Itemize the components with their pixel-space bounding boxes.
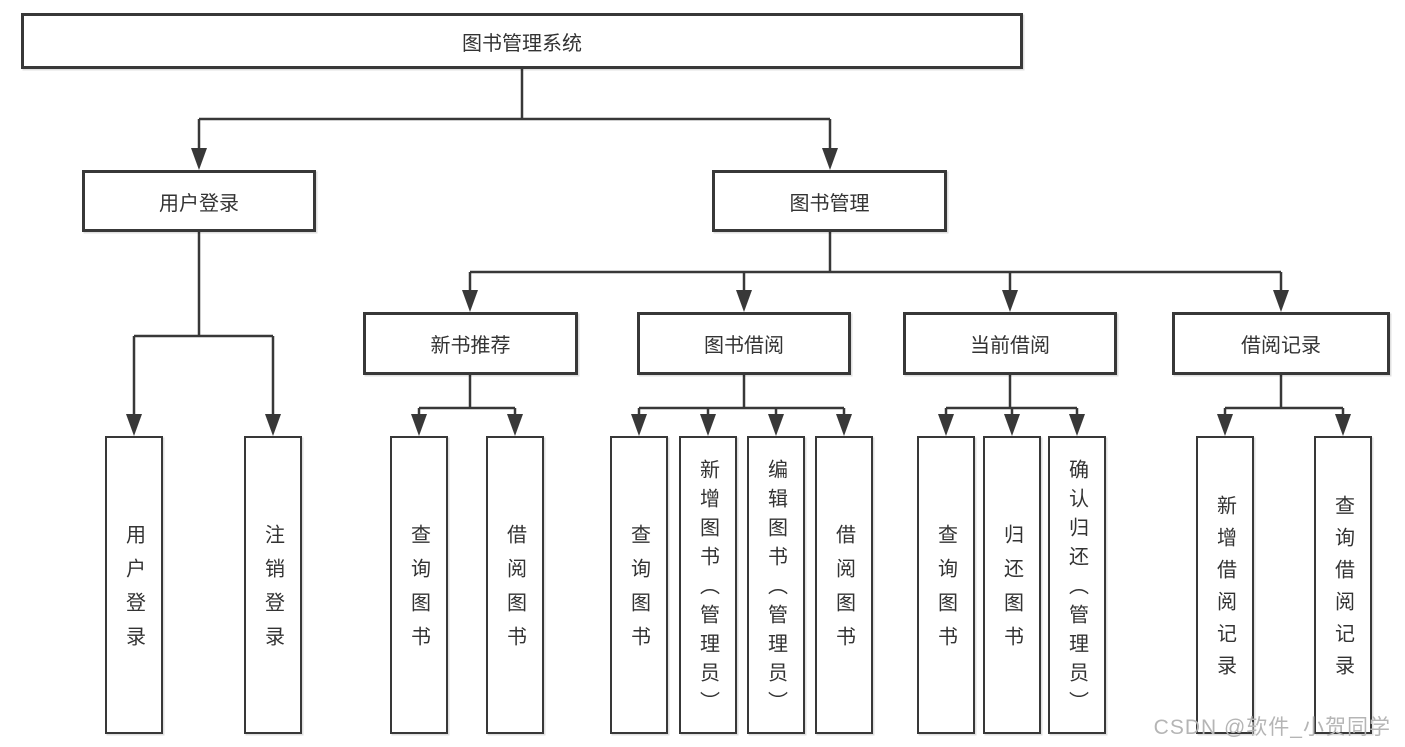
leaf-borrow-books-label: 借阅图书 (832, 524, 855, 660)
leaf-confirm-return-admin: 确认归还（管理员） (1048, 436, 1106, 734)
node-book-management-label: 图书管理 (789, 192, 870, 215)
leaf-add-borrow-record: 新增借阅记录 (1196, 436, 1254, 734)
leaf-logout-label: 注销登录 (261, 524, 284, 660)
leaf-return-book-label: 归还图书 (1000, 524, 1023, 660)
node-current-borrow: 当前借阅 (903, 312, 1117, 375)
leaf-add-book-admin: 新增图书（管理员） (679, 436, 737, 734)
leaf-borrow-books: 借阅图书 (815, 436, 873, 734)
node-current-borrow-label: 当前借阅 (970, 335, 1050, 357)
leaf-query-books-current-label: 查询图书 (934, 524, 957, 660)
leaf-borrow-books-recommend-label: 借阅图书 (503, 524, 526, 660)
leaf-user-login-label: 用户登录 (122, 524, 145, 660)
leaf-logout: 注销登录 (244, 436, 302, 734)
leaf-add-borrow-record-label: 新增借阅记录 (1213, 495, 1236, 687)
leaf-user-login: 用户登录 (105, 436, 163, 734)
node-user-login: 用户登录 (82, 170, 316, 232)
leaf-query-borrow-record: 查询借阅记录 (1314, 436, 1372, 734)
leaf-query-borrow-record-label: 查询借阅记录 (1331, 495, 1354, 687)
node-book-borrow-label: 图书借阅 (704, 335, 784, 357)
leaf-return-book: 归还图书 (983, 436, 1041, 734)
leaf-add-book-admin-label: 新增图书（管理员） (696, 459, 719, 720)
node-book-management: 图书管理 (712, 170, 947, 232)
leaf-query-books-borrow: 查询图书 (610, 436, 668, 734)
node-borrow-records-label: 借阅记录 (1241, 335, 1321, 357)
node-new-book-recommend: 新书推荐 (363, 312, 578, 375)
leaf-confirm-return-admin-label: 确认归还（管理员） (1065, 459, 1088, 720)
node-system-root-label: 图书管理系统 (462, 32, 582, 55)
node-borrow-records: 借阅记录 (1172, 312, 1390, 375)
node-book-borrow: 图书借阅 (637, 312, 851, 375)
leaf-query-books-current: 查询图书 (917, 436, 975, 734)
leaf-query-books-borrow-label: 查询图书 (627, 524, 650, 660)
leaf-borrow-books-recommend: 借阅图书 (486, 436, 544, 734)
leaf-edit-book-admin: 编辑图书（管理员） (747, 436, 805, 734)
watermark: CSDN @软件_小贺同学 (1153, 716, 1391, 739)
node-new-book-recommend-label: 新书推荐 (430, 335, 511, 357)
leaf-query-books-recommend-label: 查询图书 (407, 524, 430, 660)
leaf-query-books-recommend: 查询图书 (390, 436, 448, 734)
leaf-edit-book-admin-label: 编辑图书（管理员） (764, 459, 787, 720)
node-user-login-label: 用户登录 (159, 192, 239, 215)
node-system-root: 图书管理系统 (21, 13, 1023, 69)
